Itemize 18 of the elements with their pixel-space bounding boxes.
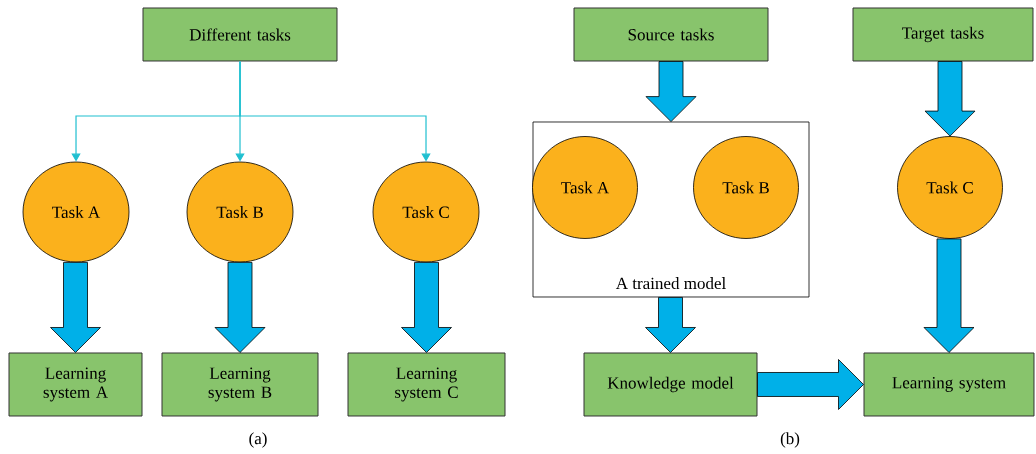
- block-arrow: [923, 238, 975, 353]
- model-box: Knowledge model: [583, 352, 758, 417]
- panel-label: (b): [780, 432, 800, 448]
- block-arrow: [645, 61, 697, 122]
- task-box: Source tasks: [573, 7, 769, 62]
- block-arrow: [401, 262, 452, 353]
- task-box: Different tasks: [142, 7, 338, 62]
- system-box: Learning system: [863, 352, 1035, 417]
- system-box: Learning system B: [161, 352, 319, 417]
- task-box: Target tasks: [852, 7, 1034, 62]
- system-box: Learning system A: [8, 352, 143, 417]
- panel-label: (a): [249, 432, 267, 448]
- block-arrow: [50, 262, 101, 353]
- block-arrow: [645, 297, 696, 353]
- block-arrow: [924, 61, 976, 137]
- system-box: Learning system C: [347, 352, 506, 417]
- block-arrow: [214, 262, 266, 353]
- block-arrow: [757, 359, 864, 410]
